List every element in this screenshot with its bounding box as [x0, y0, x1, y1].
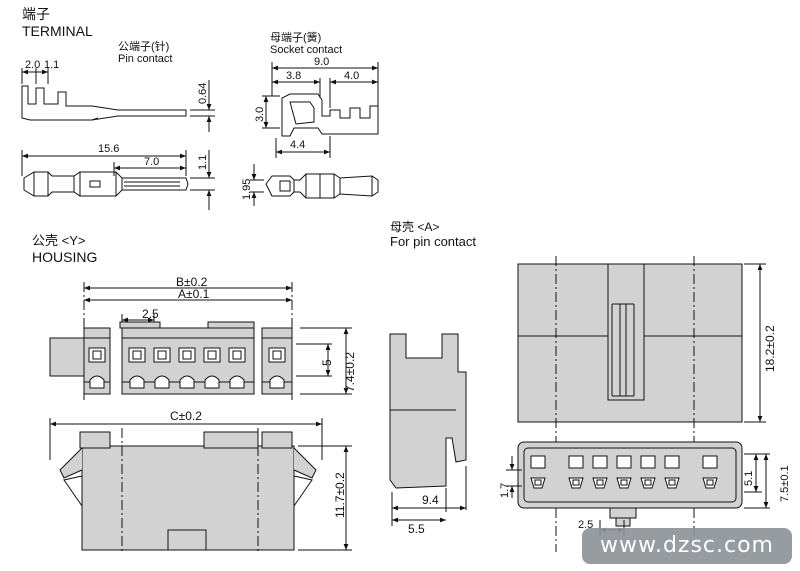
housing-y-pin-cavities — [88, 347, 286, 389]
dim-sock-3-8: 3.8 — [286, 70, 301, 82]
housing-a-title-en: For pin contact — [390, 234, 476, 249]
dim-pin-7-0: 7.0 — [144, 156, 159, 168]
dim-ha-1-7: 1.7 — [499, 483, 511, 498]
pin-cavity — [592, 455, 608, 489]
socket-contact-side-view — [262, 62, 379, 158]
housing-y-front-view — [49, 418, 352, 552]
pin-cavity — [153, 347, 171, 389]
pin-cavity — [640, 455, 656, 489]
pin-contact-top-view — [21, 150, 215, 210]
pin-contact-side-view — [21, 68, 215, 132]
pin-cavity — [128, 347, 146, 389]
pin-cavity — [702, 455, 718, 489]
housing-a-front-view — [517, 256, 766, 552]
dim-sock-1-95: 1.95 — [241, 179, 253, 200]
dim-pin-2-0: 2.0 — [25, 59, 40, 71]
housing-a-side-view — [389, 333, 467, 526]
housing-a-bottom-view — [506, 441, 770, 536]
housing-a-pin-cavities — [530, 455, 718, 489]
dim-pin-1-1-side: 1.1 — [197, 155, 209, 170]
dim-pin-15-6: 15.6 — [98, 143, 119, 155]
dim-ha-7-5: 7.5±0.1 — [779, 465, 791, 502]
dim-hy-7-4: 7.4±0.2 — [343, 352, 357, 392]
pin-cavity — [178, 347, 196, 389]
dim-pin-1-1: 1.1 — [44, 59, 59, 71]
dim-ha-5-5: 5.5 — [408, 522, 425, 536]
dim-hy-c: C±0.2 — [170, 409, 202, 423]
pin-contact-title-en: Pin contact — [118, 53, 172, 65]
pin-cavity — [228, 347, 246, 389]
dim-hy-5: 5 — [320, 359, 334, 366]
dim-sock-3-0: 3.0 — [254, 107, 266, 122]
pin-contact-title-cn: 公端子(针) — [118, 39, 169, 53]
dim-hy-b: B±0.2 — [176, 275, 208, 289]
dim-ha-5-1: 5.1 — [743, 471, 755, 486]
terminal-title-cn: 端子 — [22, 6, 50, 22]
pin-cavity — [616, 455, 632, 489]
socket-contact-title-en: Socket contact — [270, 44, 342, 56]
dim-sock-9-0: 9.0 — [314, 56, 329, 68]
dim-hy-11-7: 11.7±0.2 — [333, 472, 347, 518]
pin-cavity — [664, 455, 680, 489]
dim-pin-0-64: 0.64 — [197, 83, 209, 104]
socket-contact-title-cn: 母端子(簧) — [270, 30, 321, 44]
dim-hy-2-5: 2.5 — [142, 307, 159, 321]
pin-cavity — [203, 347, 221, 389]
pin-cavity — [530, 455, 546, 489]
dim-ha-18-2: 18.2±0.2 — [763, 325, 777, 372]
pin-cavity — [568, 455, 584, 489]
dim-hy-a: A±0.1 — [178, 287, 210, 301]
dim-sock-4-0: 4.0 — [344, 70, 359, 82]
dim-sock-4-4: 4.4 — [290, 139, 305, 151]
dim-ha-9-4: 9.4 — [422, 493, 439, 507]
housing-title-en: HOUSING — [32, 249, 97, 265]
watermark: www.dzsc.com — [582, 528, 792, 564]
pin-cavity — [268, 347, 286, 389]
pin-cavity — [88, 347, 106, 389]
terminal-title-en: TERMINAL — [22, 23, 93, 39]
socket-contact-top-view — [250, 164, 379, 206]
housing-y-title-cn: 公壳 <Y> — [32, 233, 85, 248]
housing-a-title-cn: 母壳 <A> — [390, 220, 439, 234]
